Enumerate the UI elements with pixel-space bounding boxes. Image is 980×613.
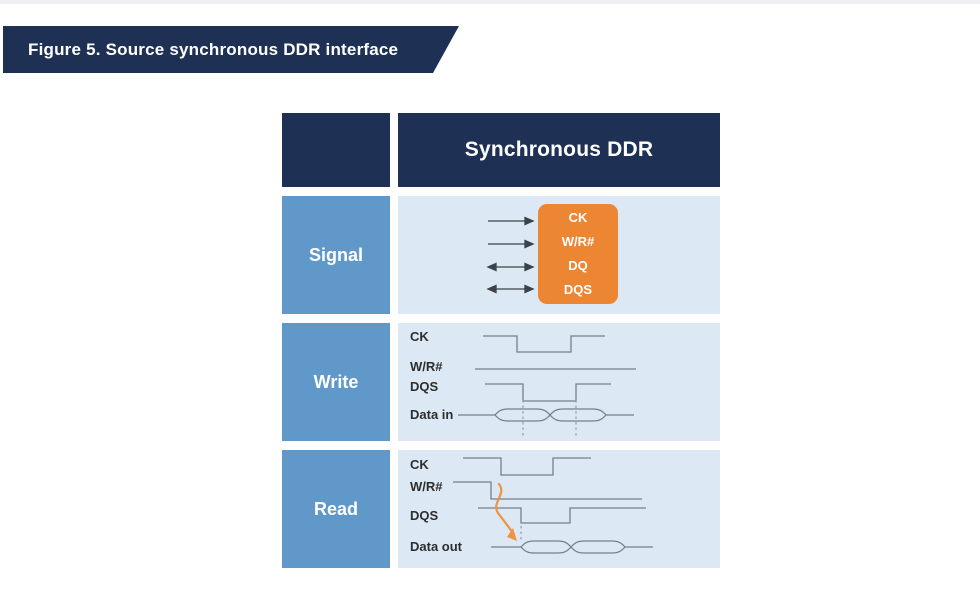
read-wr-wave [453, 481, 642, 500]
box-signal-dq: DQ [568, 258, 588, 273]
write-wr-label: W/R# [410, 359, 443, 374]
arrowhead-wr [524, 239, 535, 249]
write-datain-label: Data in [410, 407, 454, 422]
read-latency-arrow [495, 482, 515, 535]
write-data-eye-1 [494, 408, 551, 422]
read-latency-arrowhead [507, 528, 517, 541]
row-label-read-text: Read [313, 498, 358, 519]
top-edge-strip [0, 0, 980, 4]
row-label-write: Write [282, 323, 390, 441]
write-data-eye-2 [549, 408, 607, 422]
arrowhead-dq-right [524, 262, 535, 272]
write-dqs-label: DQS [410, 379, 439, 394]
write-row-body: CK W/R# DQS Data in [398, 323, 720, 441]
read-wr-label: W/R# [410, 479, 443, 494]
read-dqs-label: DQS [410, 508, 439, 523]
box-signal-wr: W/R# [561, 234, 595, 249]
ddr-signal-box: CK W/R# DQ DQS [538, 204, 618, 304]
row-label-write-text: Write [313, 371, 359, 392]
row-label-signal: Signal [282, 196, 390, 314]
box-signal-dqs: DQS [563, 282, 593, 297]
arrowhead-dqs-left [486, 284, 497, 294]
figure-caption-banner: Figure 5. Source synchronous DDR interfa… [3, 26, 459, 73]
corner-cell [282, 113, 390, 187]
read-dataout-label: Data out [410, 539, 462, 554]
header-cell: Synchronous DDR [398, 113, 720, 187]
write-ck-label: CK [410, 329, 429, 344]
read-row-body: CK W/R# DQS Data out [398, 450, 720, 568]
figure-caption: Figure 5. Source synchronous DDR interfa… [28, 39, 399, 59]
row-label-signal-text: Signal [308, 244, 363, 265]
write-dqs-wave [485, 383, 611, 402]
write-ck-wave [483, 335, 605, 353]
ddr-table: Synchronous DDR Signal [282, 113, 720, 568]
header-title: Synchronous DDR [464, 138, 654, 161]
arrowhead-ck [524, 216, 535, 226]
write-waveforms [458, 335, 636, 436]
arrowhead-dq-left [486, 262, 497, 272]
signal-row-body: CK W/R# DQ DQS [398, 196, 720, 314]
read-data-eye-2 [570, 540, 626, 554]
read-data-eye-1 [520, 540, 572, 554]
read-ck-label: CK [410, 457, 429, 472]
box-signal-ck: CK [568, 210, 588, 225]
read-dqs-wave [478, 507, 646, 524]
read-ck-wave [463, 457, 591, 476]
signal-arrows-diagram [486, 216, 535, 294]
row-label-read: Read [282, 450, 390, 568]
read-waveforms [453, 457, 653, 554]
arrowhead-dqs-right [524, 284, 535, 294]
